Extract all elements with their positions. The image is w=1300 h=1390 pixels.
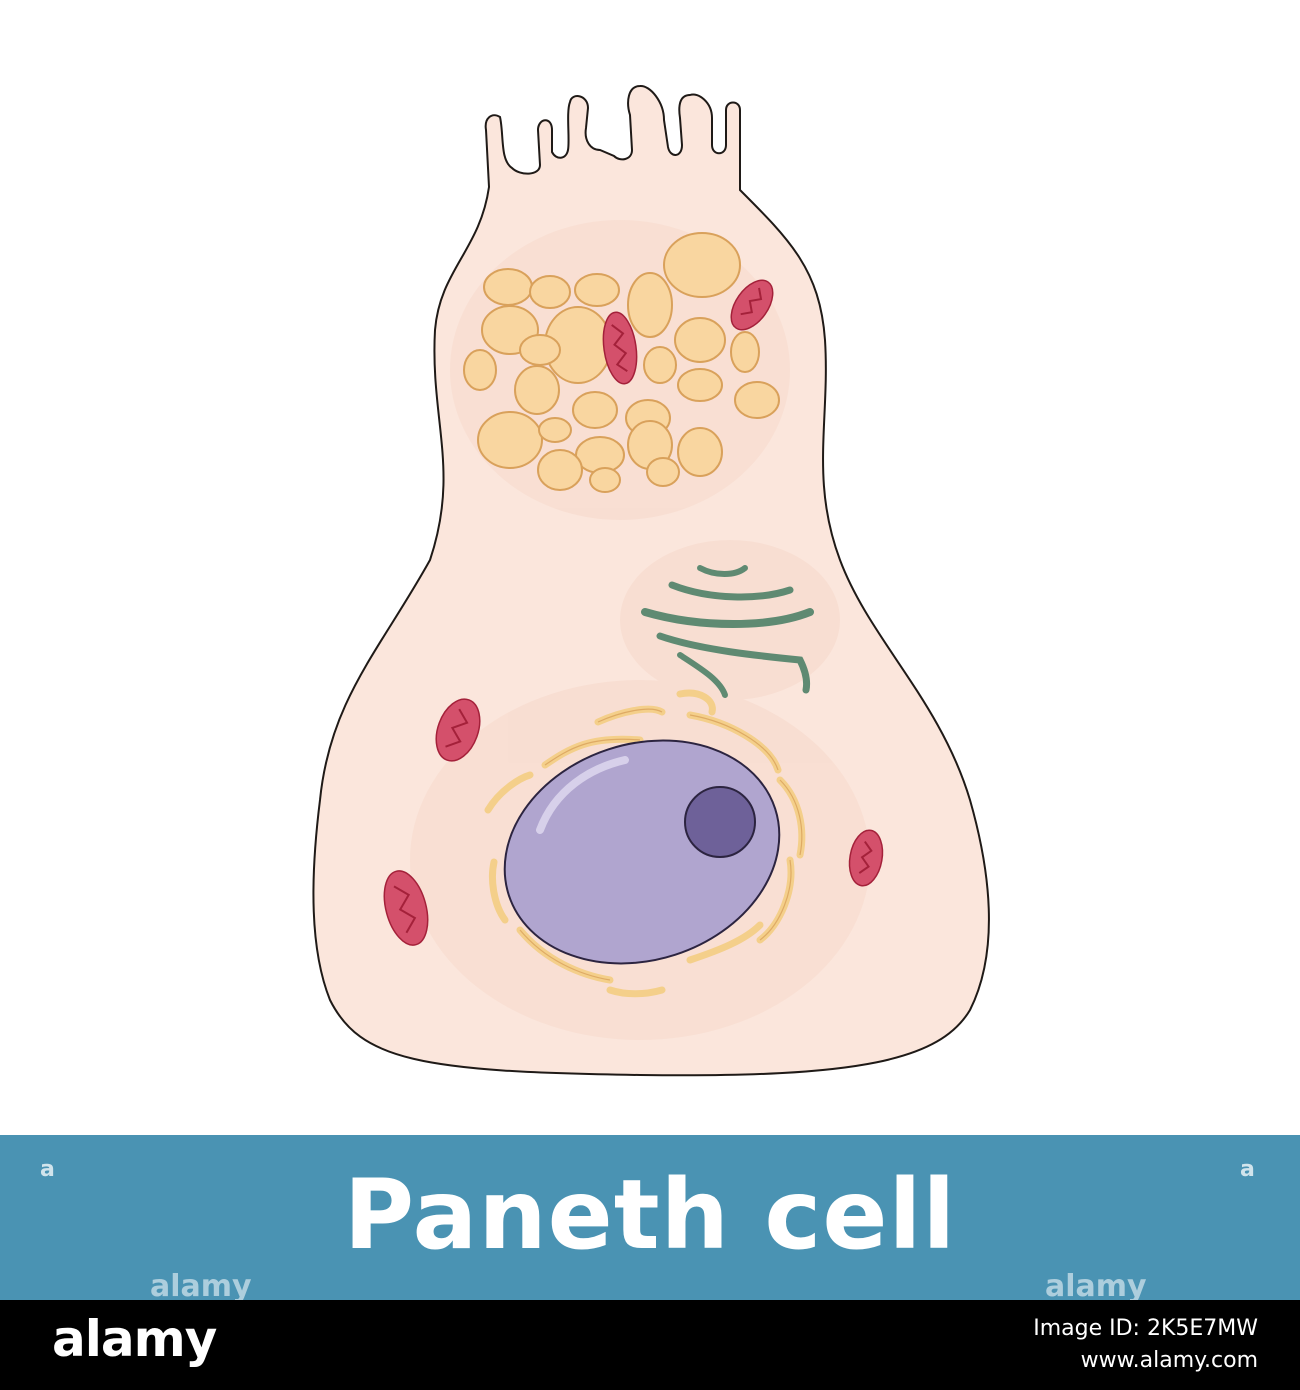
secretory-granules	[463, 232, 780, 493]
site-url: www.alamy.com	[1080, 1348, 1258, 1373]
brand-logo: alamy	[52, 1310, 217, 1368]
watermark-logo: alamy	[1045, 1269, 1147, 1304]
golgi-apparatus	[641, 565, 814, 698]
mitochondrion	[602, 311, 638, 385]
diagram-title: Paneth cell	[343, 1158, 957, 1271]
nucleolus	[684, 786, 756, 858]
watermark-letter: a	[40, 1157, 55, 1182]
watermark-letter: a	[1240, 1157, 1255, 1182]
image-id: Image ID: 2K5E7MW	[1033, 1316, 1258, 1341]
title-banner: Paneth cell a a alamy alamy	[0, 1135, 1300, 1304]
mitochondrion	[383, 870, 429, 946]
rough-er-outline	[519, 708, 803, 981]
mitochondrion	[435, 698, 481, 762]
nucleus-highlight	[536, 756, 629, 834]
paneth-cell-diagram	[312, 85, 990, 1077]
mitochondrion	[730, 279, 774, 331]
mitochondria	[383, 279, 884, 946]
footer-bar: alamy Image ID: 2K5E7MW www.alamy.com	[0, 1300, 1300, 1390]
watermark-logo: alamy	[150, 1269, 252, 1304]
mitochondrion	[848, 829, 884, 887]
